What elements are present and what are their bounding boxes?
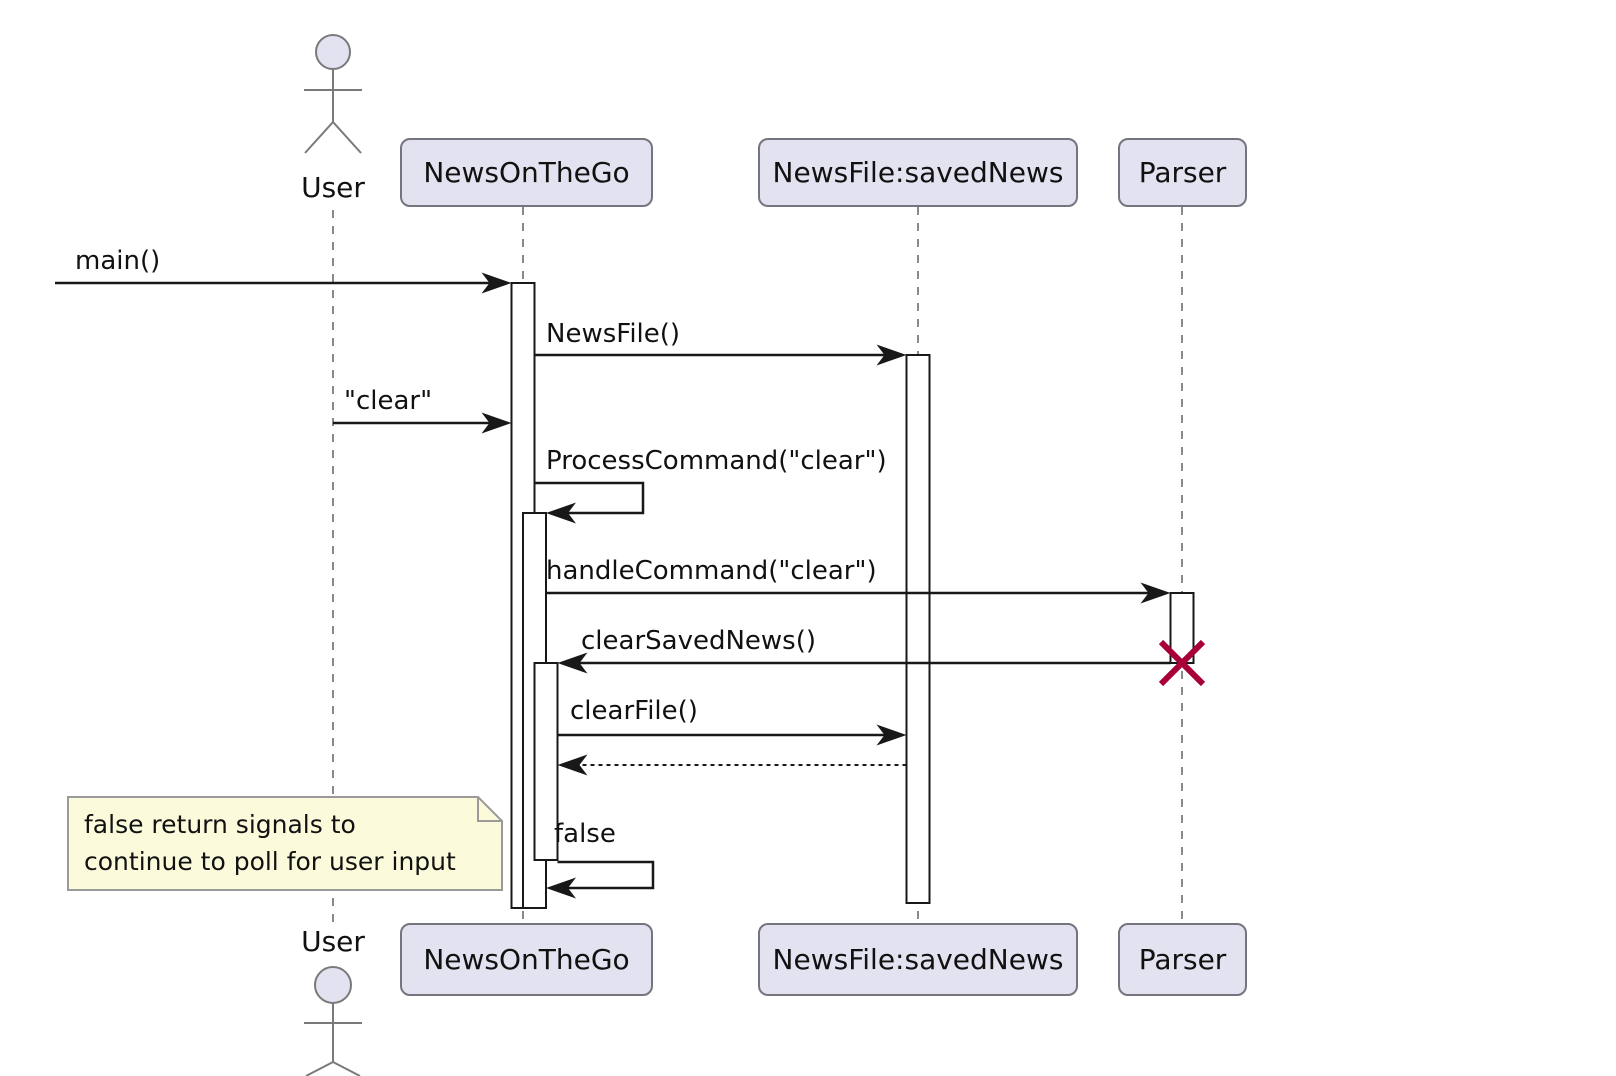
arrowhead-left [546, 877, 576, 899]
participant-box-parser-bottom: Parser [1118, 923, 1247, 996]
arrowhead-right [481, 272, 512, 294]
actor-figure-user-bottom [304, 966, 362, 1076]
message-label-main: main() [75, 246, 161, 276]
actor-figure-user-top [304, 34, 362, 154]
arrowhead-right [876, 344, 907, 366]
arrowhead-right [481, 412, 512, 434]
note-line-1: false return signals to [84, 810, 356, 839]
arrow-clear-file [557, 724, 907, 746]
message-label-handle-command: handleCommand("clear") [546, 556, 877, 586]
message-label-newsfile-ctor: NewsFile() [546, 319, 681, 349]
message-label-clear-input: "clear" [344, 386, 433, 416]
actor-leg-right [332, 1061, 361, 1076]
arrowhead-left [546, 502, 576, 524]
participant-box-newsonthego-top: NewsOnTheGo [400, 138, 653, 207]
arrow-process-command [534, 481, 645, 524]
arrowhead-right [1140, 582, 1171, 604]
actor-leg-left [304, 121, 334, 154]
arrowhead-right [876, 724, 907, 746]
arrow-return-dashed [557, 754, 907, 776]
actor-label-user-bottom: User [301, 925, 365, 958]
actor-label-user-top: User [301, 171, 365, 204]
arrow-handle-command [546, 582, 1171, 604]
actor-leg-left [305, 1061, 334, 1076]
arrow-main [55, 272, 512, 294]
participant-box-newsfile-bottom: NewsFile:savedNews [758, 923, 1078, 996]
note-line-2: continue to poll for user input [84, 847, 456, 876]
arrow-newsfile-ctor [534, 344, 907, 366]
note-fold-corner [477, 797, 502, 822]
activation-newsfile [905, 354, 931, 904]
message-label-false-return: false [554, 819, 616, 849]
note-shape [67, 796, 503, 891]
arrowhead-left [557, 652, 588, 674]
arrow-false-return [546, 860, 655, 899]
activation-newsonthego-3 [533, 662, 559, 861]
actor-leg-right [332, 121, 362, 154]
arrow-clear-input [333, 412, 512, 434]
destroy-x-icon [1158, 639, 1206, 687]
message-label-clear-file: clearFile() [570, 696, 698, 726]
participant-box-parser-top: Parser [1118, 138, 1247, 207]
note-text: false return signals to continue to poll… [84, 806, 456, 880]
participant-box-newsfile-top: NewsFile:savedNews [758, 138, 1078, 207]
arrowhead-left [557, 754, 588, 776]
message-label-process-command: ProcessCommand("clear") [546, 446, 887, 476]
arrow-clear-saved-news [557, 652, 1171, 674]
actor-head [314, 966, 352, 1004]
message-label-clear-saved-news: clearSavedNews() [581, 626, 817, 656]
actor-head [315, 34, 351, 70]
participant-box-newsonthego-bottom: NewsOnTheGo [400, 923, 653, 996]
